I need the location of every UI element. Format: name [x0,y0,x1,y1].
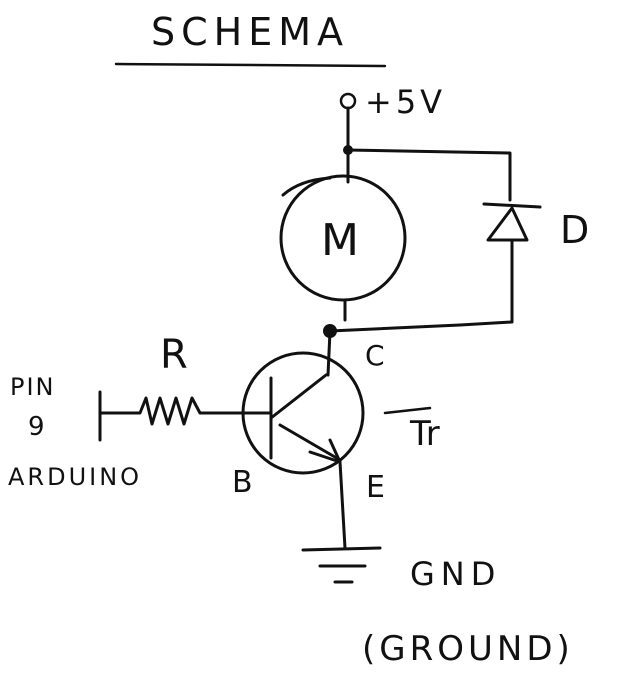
arduino-label: ARDUINO [8,463,142,491]
title-underline [114,62,387,68]
collector-wire [326,323,462,377]
supply-label: +5V [365,83,446,121]
top-wire [346,148,512,202]
schematic-title: SCHEMA [151,10,349,54]
collector-label: C [365,339,385,372]
motor-symbol [279,148,407,322]
transistor-leader-line [383,406,432,415]
transistor-label: Tr [409,414,440,454]
emitter-label: E [366,470,385,505]
ground-label: (GROUND) [362,629,574,669]
resistor-label: R [160,332,188,378]
resistor-symbol [98,390,273,442]
pin-label: PIN [10,373,56,401]
gnd-label: GND [410,555,501,593]
motor-label: M [321,215,359,266]
pin-number-label: 9 [28,412,45,442]
diode-label: D [560,208,589,252]
ground-symbol [301,546,382,584]
base-label: B [232,465,253,500]
transistor-symbol [241,351,365,550]
supply-terminal [339,92,357,152]
diode-symbol [458,202,542,327]
